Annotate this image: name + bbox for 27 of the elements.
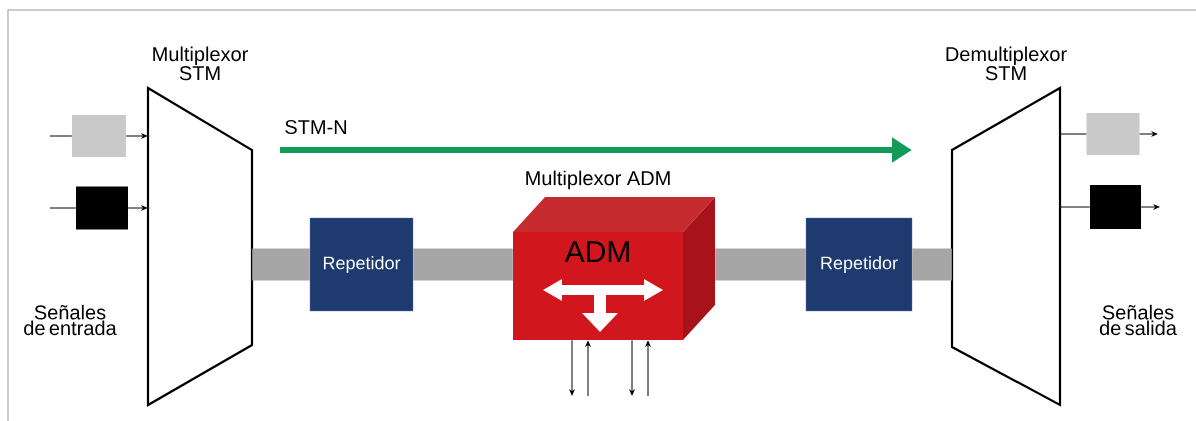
caption-text: Señales de entrada xyxy=(24,304,117,336)
arrow xyxy=(585,340,591,397)
node-label: Multiplexor ADM xyxy=(526,170,670,190)
demultiplexer-trapezoid: Demultiplexor STM xyxy=(946,46,1067,407)
arrow xyxy=(127,205,148,211)
arrow xyxy=(645,340,651,397)
signal-box xyxy=(1086,113,1140,155)
node-label: Multiplexor STM xyxy=(153,46,248,81)
fiber-link xyxy=(912,248,952,281)
fiber-link xyxy=(413,248,513,281)
arrow xyxy=(125,133,148,139)
signal-box xyxy=(72,115,126,157)
multiplexer-trapezoid: Multiplexor STM xyxy=(146,46,254,407)
arrow xyxy=(1139,131,1158,137)
fiber-link xyxy=(252,248,310,281)
caption-text: Señales de salida xyxy=(1099,304,1177,336)
arrow xyxy=(569,339,575,396)
repeater-box: Repetidor xyxy=(805,217,913,312)
node-label: Demultiplexor STM xyxy=(946,46,1067,81)
signal-box xyxy=(76,186,128,230)
arrow xyxy=(1140,204,1160,210)
adm-cube: Multiplexor ADM ADM xyxy=(513,170,715,340)
repeater-box: Repetidor xyxy=(309,217,414,312)
arrow xyxy=(629,339,635,396)
signal-label: STM-N xyxy=(285,119,347,135)
fiber-link xyxy=(715,248,806,281)
signal-box xyxy=(1090,185,1141,229)
